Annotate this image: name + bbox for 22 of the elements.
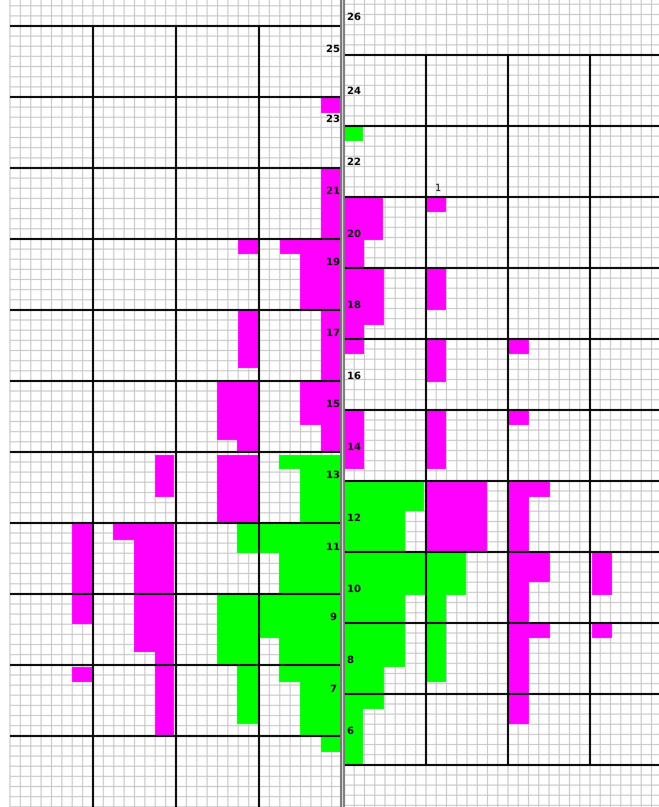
row-number: 26: [347, 12, 361, 23]
row-number: 24: [347, 86, 361, 97]
row-number: 21: [326, 186, 340, 197]
row-number: 11: [326, 542, 340, 553]
row-number: 8: [347, 655, 354, 666]
row-number: 25: [326, 44, 340, 55]
row-number: 17: [326, 328, 340, 339]
grid-marker-text: 1: [435, 183, 442, 194]
row-number: 18: [347, 300, 361, 311]
row-number: 16: [347, 371, 361, 382]
row-number: 10: [347, 584, 361, 595]
row-number: 14: [347, 442, 361, 453]
row-number: 23: [326, 114, 340, 125]
row-number: 13: [326, 470, 340, 481]
row-number: 7: [330, 684, 337, 695]
row-number: 6: [347, 726, 354, 737]
row-number: 20: [347, 229, 361, 240]
row-number: 15: [326, 399, 340, 410]
row-number: 19: [326, 257, 340, 268]
row-number: 22: [347, 157, 361, 168]
row-number: 9: [330, 612, 337, 623]
row-number: 12: [347, 513, 361, 524]
